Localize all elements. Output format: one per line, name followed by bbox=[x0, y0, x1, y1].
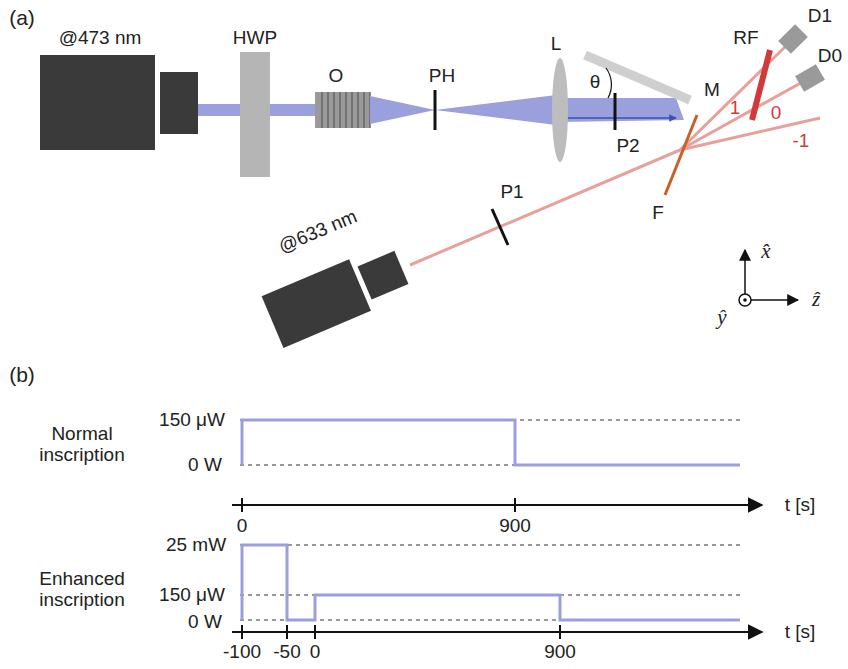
row-title: Normal inscription bbox=[17, 424, 147, 466]
ticks bbox=[242, 625, 560, 639]
part-label: D0 bbox=[818, 46, 842, 67]
part-label: D1 bbox=[808, 6, 832, 27]
level-label: 0 W bbox=[188, 612, 222, 633]
part-label: PH bbox=[429, 66, 455, 87]
axis-y bbox=[739, 294, 751, 306]
tick-label: 0 bbox=[237, 516, 248, 537]
level-label: 25 mW bbox=[166, 535, 226, 556]
power-pulse bbox=[242, 420, 740, 465]
tick-label: -100 bbox=[223, 642, 261, 663]
polarizer-p1 bbox=[492, 209, 508, 245]
axis-title: t [s] bbox=[785, 495, 816, 516]
part-label: P1 bbox=[500, 182, 523, 203]
tick-label: 900 bbox=[544, 642, 576, 663]
time-axis bbox=[232, 631, 762, 633]
pinhole bbox=[434, 90, 437, 130]
polarizer-p2 bbox=[614, 93, 617, 130]
ticks bbox=[242, 498, 515, 512]
level-label: 0 W bbox=[188, 455, 222, 476]
collimated-beam bbox=[560, 98, 684, 122]
power-pulse bbox=[242, 545, 740, 620]
angle-arc bbox=[606, 68, 611, 98]
lens bbox=[552, 58, 568, 162]
laser-633 bbox=[262, 242, 413, 348]
film-sample bbox=[665, 115, 697, 195]
part-label: O bbox=[329, 66, 344, 87]
part-label: F bbox=[652, 203, 664, 224]
row-title: Enhanced inscription bbox=[17, 569, 147, 611]
tick-label: 0 bbox=[310, 642, 321, 663]
part-label: RF bbox=[733, 28, 758, 49]
red-beam bbox=[410, 150, 680, 265]
objective bbox=[315, 92, 370, 128]
level-label: 150 μW bbox=[159, 410, 225, 431]
angle-label: θ bbox=[590, 72, 601, 93]
laser-body bbox=[40, 55, 155, 150]
laser-head bbox=[160, 72, 198, 134]
focused-beam bbox=[370, 96, 435, 124]
tick-label: -50 bbox=[273, 642, 300, 663]
time-axis bbox=[232, 504, 762, 506]
axis-label: ẑ bbox=[812, 288, 820, 311]
laser-label: @633 nm bbox=[276, 206, 360, 258]
axis-x bbox=[744, 250, 746, 300]
beam-arrow bbox=[565, 117, 676, 119]
part-label: HWP bbox=[233, 28, 277, 49]
order-0-beam bbox=[680, 80, 806, 150]
axis-y-dot bbox=[743, 298, 747, 302]
half-wave-plate bbox=[240, 52, 270, 177]
panel-label: (a) bbox=[9, 6, 35, 29]
axis-title: t [s] bbox=[785, 622, 816, 643]
diverging-beam bbox=[435, 95, 556, 125]
order-label: -1 bbox=[793, 131, 810, 152]
order-label: 0 bbox=[771, 103, 782, 124]
part-label: P2 bbox=[616, 136, 639, 157]
order-1-beam bbox=[680, 42, 790, 150]
detector bbox=[795, 64, 825, 92]
red-filter bbox=[752, 50, 770, 120]
level-label: 150 μW bbox=[159, 585, 225, 606]
objective-ridges bbox=[322, 92, 370, 128]
part-label: M bbox=[704, 80, 720, 101]
tick-label: 900 bbox=[499, 516, 531, 537]
mirror bbox=[585, 55, 690, 100]
order-label: 1 bbox=[730, 98, 741, 119]
panel-label: (b) bbox=[9, 363, 35, 386]
axis-z bbox=[745, 299, 798, 301]
axis-label: x̂ bbox=[761, 240, 770, 263]
laser-label: @473 nm bbox=[59, 28, 142, 49]
level-lines bbox=[240, 420, 740, 620]
axis-label: ŷ bbox=[717, 306, 726, 329]
part-label: L bbox=[551, 34, 562, 55]
detector bbox=[778, 24, 808, 54]
